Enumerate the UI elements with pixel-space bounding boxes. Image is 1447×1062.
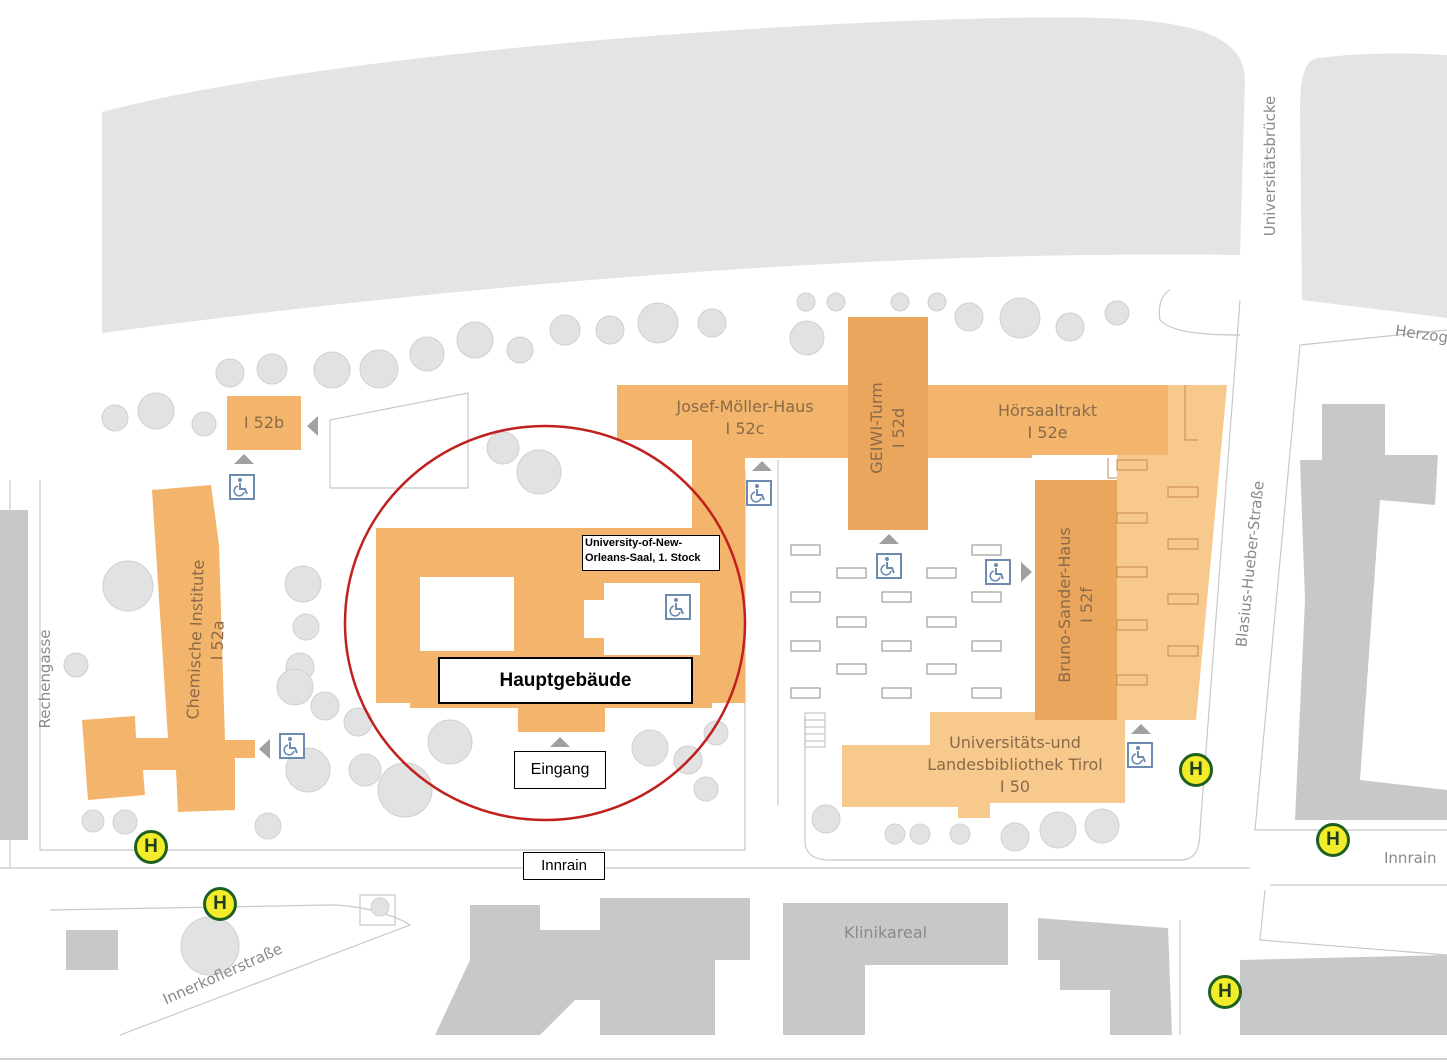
building-label-ulb[interactable]: Universitäts-und Landesbibliothek Tirol …: [905, 732, 1125, 798]
wheelchair-icon[interactable]: [876, 553, 902, 579]
building-label-hoersaaltrakt[interactable]: Hörsaaltrakt I 52e: [975, 400, 1120, 444]
gray-buildings: [66, 404, 1447, 1035]
callout-hauptgebaeude[interactable]: Hauptgebäude: [438, 657, 693, 704]
wheelchair-icon[interactable]: [985, 559, 1011, 585]
bottom-border: [0, 1058, 1447, 1060]
wheelchair-icon[interactable]: [665, 594, 691, 620]
building-label-bruno-sander-haus[interactable]: Bruno-Sander-Haus I 52f: [1054, 505, 1098, 705]
geiwi-name: GEIWI-Turm: [867, 382, 886, 474]
bus-stop-icon[interactable]: H: [203, 887, 237, 921]
highlight-circle: [343, 424, 747, 822]
building-label-chemische-institute[interactable]: Chemische Institute I 52a: [181, 529, 233, 750]
building-label-josef-moeller-haus[interactable]: Josef-Möller-Haus I 52c: [640, 396, 850, 440]
geiwi-code: I 52d: [889, 407, 908, 449]
ulb-line1: Universitäts-und: [949, 733, 1081, 752]
street-label-universitaetsbruecke: Universitätsbrücke: [1261, 95, 1279, 237]
callout-university-of-new-orleans-saal[interactable]: University-of-New- Orleans-Saal, 1. Stoc…: [582, 535, 720, 571]
saal-line2: Orleans-Saal, 1. Stock: [585, 552, 701, 564]
wheelchair-icon[interactable]: [229, 474, 255, 500]
building-label-geiwi-turm[interactable]: GEIWI-Turm I 52d: [866, 348, 910, 508]
moeller-name: Josef-Möller-Haus: [676, 397, 814, 416]
ulb-line2: Landesbibliothek Tirol: [927, 755, 1103, 774]
moeller-code: I 52c: [725, 419, 765, 438]
sander-name: Bruno-Sander-Haus: [1055, 527, 1074, 683]
wheelchair-icon[interactable]: [746, 480, 772, 506]
courtyard-markings: [790, 544, 1002, 699]
saal-line1: University-of-New-: [585, 537, 683, 549]
bus-stop-icon[interactable]: H: [134, 830, 168, 864]
bus-stop-icon[interactable]: H: [1208, 975, 1242, 1009]
trees: [63, 292, 1130, 976]
wing-windows: [1107, 385, 1199, 686]
sander-code: I 52f: [1077, 587, 1096, 623]
area-label-klinikareal: Klinikareal: [844, 923, 928, 942]
entrance-arrow-icon: [234, 416, 1151, 759]
river: [102, 17, 1245, 334]
left-gray-building: [0, 510, 28, 840]
wheelchair-icon[interactable]: [279, 733, 305, 759]
street-label-innrain-right: Innrain: [1384, 849, 1437, 867]
wheelchair-icon[interactable]: [1127, 742, 1153, 768]
stairs: [804, 712, 826, 748]
bus-stop-icon[interactable]: H: [1179, 753, 1213, 787]
street-label-rechengasse: Rechengasse: [36, 629, 54, 729]
hoersaal-code: I 52e: [1027, 423, 1068, 442]
bus-stop-icon[interactable]: H: [1316, 823, 1350, 857]
hoersaal-name: Hörsaaltrakt: [998, 401, 1097, 420]
building-label-i52b[interactable]: I 52b: [243, 413, 285, 432]
ulb-code: I 50: [999, 777, 1031, 796]
right-river-block: [1300, 53, 1447, 319]
callout-innrain[interactable]: Innrain: [523, 852, 605, 880]
callout-eingang[interactable]: Eingang: [514, 751, 606, 789]
